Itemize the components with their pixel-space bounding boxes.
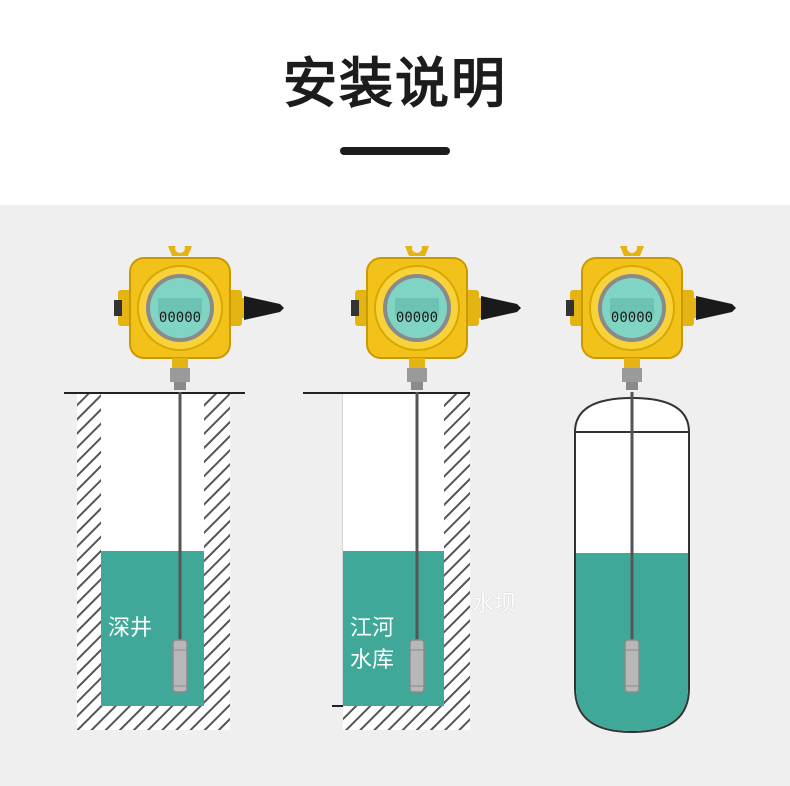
page-title: 安装说明	[283, 52, 507, 115]
riverbed	[343, 706, 470, 730]
label-river: 江河	[350, 616, 395, 641]
probe	[409, 639, 425, 693]
well-right-wall	[204, 394, 230, 730]
label-reservoir: 水库	[350, 648, 395, 673]
well-bottom	[77, 706, 230, 730]
water-fill	[343, 551, 444, 706]
label-deep-well: 深井	[108, 616, 153, 641]
scene-tank: 00000	[565, 242, 737, 734]
label-dam: 水坝	[472, 592, 517, 617]
lcd-readout: 00000	[611, 310, 653, 326]
lcd-readout: 00000	[159, 310, 201, 326]
probe	[624, 639, 640, 693]
probe	[172, 639, 188, 693]
well-left-wall	[77, 394, 101, 730]
dam-wall	[444, 394, 470, 730]
scene-deep-well: 00000	[64, 242, 285, 730]
title-underline	[340, 147, 450, 155]
scene-river-reservoir: 00000	[303, 242, 522, 730]
lcd-readout: 00000	[396, 310, 438, 326]
